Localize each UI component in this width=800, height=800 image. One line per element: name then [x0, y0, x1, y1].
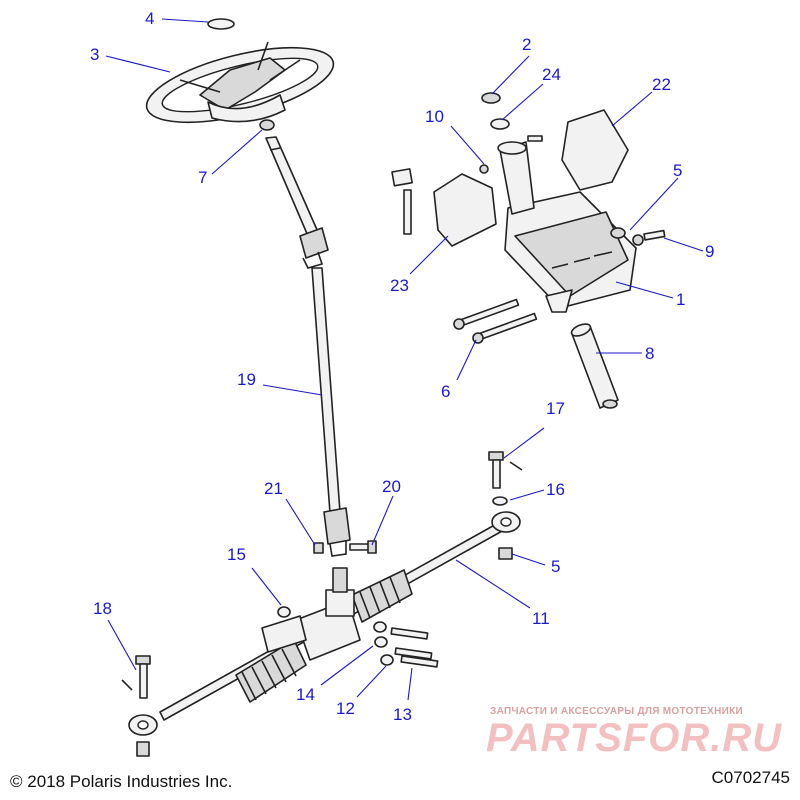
upper-u-joint	[299, 227, 329, 259]
tie-rod-end-left	[128, 714, 158, 757]
callout-16: 16	[546, 480, 565, 499]
copyright-notice: © 2018 Polaris Industries Inc.	[10, 772, 233, 791]
callout-9: 9	[705, 242, 715, 261]
callout-1: 1	[676, 290, 686, 309]
small-nut	[479, 164, 489, 174]
diagram-code: C0702745	[711, 768, 790, 787]
tilt-lever	[391, 168, 413, 235]
callout-6: 6	[441, 382, 451, 401]
callout-15: 15	[227, 545, 246, 564]
callout-17: 17	[546, 399, 565, 418]
tie-rod-end-right	[491, 511, 521, 533]
bracket-bolts-long	[453, 298, 538, 344]
callout-23: 23	[390, 276, 409, 295]
lock-nut-upper	[610, 227, 626, 239]
column-bushings	[481, 92, 510, 130]
steering-rack	[159, 521, 505, 721]
callout-7: 7	[198, 168, 208, 187]
callout-3: 3	[90, 45, 100, 64]
small-bolt	[527, 135, 543, 142]
lock-nut-lower	[498, 547, 513, 560]
callout-5-lower: 5	[551, 557, 561, 576]
column-bracket	[497, 141, 637, 313]
callout-18: 18	[93, 599, 112, 618]
callout-19: 19	[237, 370, 256, 389]
column-bushing	[259, 119, 275, 131]
watermark-logo: PARTSFOR.RU	[486, 716, 783, 760]
callout-12: 12	[336, 699, 355, 718]
bracket-bolt-short	[632, 229, 666, 246]
u-joint-nut	[313, 542, 324, 554]
tie-rod-bolt-left	[121, 655, 151, 699]
steering-wheel	[145, 41, 335, 124]
callout-10: 10	[425, 107, 444, 126]
leader-lines	[105, 18, 704, 701]
handle-grip	[570, 323, 619, 409]
callout-20: 20	[382, 477, 401, 496]
lower-cover	[433, 173, 497, 247]
callout-11: 11	[532, 609, 550, 628]
lower-u-joint	[323, 507, 351, 545]
callout-21: 21	[264, 479, 283, 498]
u-joint-bolt	[349, 540, 377, 554]
intermediate-shaft	[311, 267, 341, 514]
callout-2: 2	[522, 35, 532, 54]
callout-8: 8	[645, 344, 655, 363]
callout-22: 22	[652, 75, 671, 94]
callout-14: 14	[296, 685, 315, 704]
steering-wheel-cap	[207, 18, 235, 30]
upper-cover	[561, 109, 629, 191]
callout-13: 13	[393, 705, 412, 724]
callout-4: 4	[145, 9, 155, 28]
watermark-tagline: ЗАПЧАСТИ И АКСЕССУАРЫ ДЛЯ МОТОТЕХНИКИ	[490, 706, 743, 717]
callout-24: 24	[542, 65, 561, 84]
rack-mount-hardware	[277, 606, 439, 668]
upper-steering-shaft	[265, 136, 319, 237]
callout-5-upper: 5	[673, 161, 683, 180]
tie-rod-bolt-right	[488, 451, 523, 506]
